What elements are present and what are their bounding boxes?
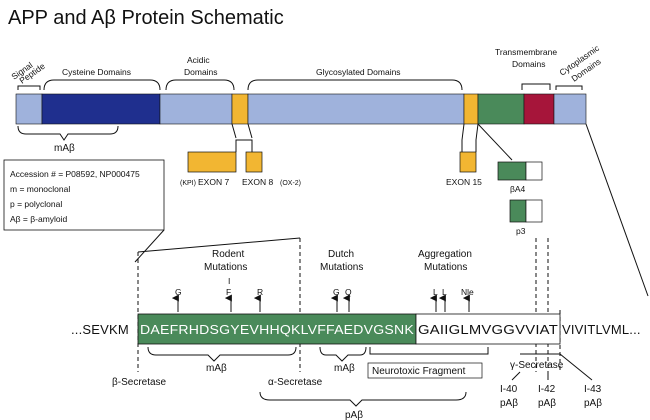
label-acidic-1: Acidic [187,55,210,65]
segment-transmembrane [523,93,555,125]
label-trans-1: Transmembrane [495,47,557,57]
segment-abeta [477,93,525,125]
mutation-l1: L [433,287,438,297]
segment-cysteine [41,93,161,125]
label-trans-2: Domains [512,59,546,69]
label-kpi: (KPI) [180,180,196,187]
exon-inserts: (KPI) EXON 7 EXON 8 (OX-2) EXON 15 [180,123,482,187]
label-ox2: (OX-2) [280,180,301,187]
diagram-title: APP and Aβ Protein Schematic [8,7,284,29]
mutation-g1: G [175,287,182,297]
label-i43: I-43 [584,384,602,395]
sequence-green: DAEFRHDSGYEVHHQKLVFFAEDVGSNK [140,322,414,337]
label-pab-42: pAβ [538,398,556,409]
sequence-white: GAIIGLMVGGVVIAT [418,322,558,337]
group-rodent-1: Rodent [212,249,244,260]
mutation-r: R [257,287,263,297]
legend-line-3: p = polyclonal [10,199,62,209]
segment-signal [15,93,43,125]
exon15-box [459,151,477,173]
mutation-l2: L [442,287,447,297]
group-agg-2: Mutations [424,262,467,273]
label-cysteine: Cysteine Domains [62,67,131,77]
legend-line-2: m = monoclonal [10,184,70,194]
label-mab-2: mAβ [334,363,355,374]
label-mab-top: mAβ [54,143,75,154]
label-pab: pAβ [345,410,363,420]
mutation-f: F [226,287,231,297]
group-rodent-2: Mutations [204,262,247,273]
label-gamma-secretase: γ-Secretase [510,360,564,371]
mutation-residues: G I F R G Q L L Nle [171,276,474,312]
segment-acidic [159,93,233,125]
domain-labels: Signal Peptide Cysteine Domains Acidic D… [9,42,603,91]
label-beta-secretase: β-Secretase [112,377,167,388]
label-i42: I-42 [538,384,556,395]
fragment-boxes: βA4 p3 [497,161,543,236]
mutation-q: Q [345,287,352,297]
label-acidic-2: Domains [184,67,218,77]
label-neurotoxic: Neurotoxic Fragment [372,366,466,377]
sequence-suffix: VIVITLVML... [562,322,641,337]
segment-cytoplasmic [553,93,587,125]
segment-glyco [247,93,465,125]
label-i40: I-40 [500,384,518,395]
exon8-box [245,151,263,173]
label-exon15: EXON 15 [446,177,482,187]
label-glyco: Glycosylated Domains [316,67,401,77]
group-dutch-2: Mutations [320,262,363,273]
legend-line-1: Accession # = P08592, NP000475 [10,169,140,179]
fragment-p3: p3 [516,226,526,236]
fragment-ba4: βA4 [510,184,526,194]
label-exon8: EXON 8 [242,177,273,187]
sequence-prefix: ...SEVKM [71,322,129,337]
sequence-green-box [137,313,417,345]
sequence-white-box [415,313,561,345]
segment-exon15 [463,93,479,125]
mutation-groups: Rodent Mutations Dutch Mutations Aggrega… [204,249,472,273]
label-exon7: EXON 7 [198,177,229,187]
mutation-i: I [228,276,230,286]
group-agg-1: Aggregation [418,249,472,260]
label-mab-1: mAβ [206,363,227,374]
segment-exon7 [231,93,249,125]
exon7-box [187,151,237,173]
app-protein-bar [15,93,587,125]
legend-line-4: Aβ = β-amyloid [10,214,68,224]
label-alpha-secretase: α-Secretase [268,377,323,388]
group-dutch-1: Dutch [328,249,354,260]
label-pab-43: pAβ [584,398,602,409]
label-pab-40: pAβ [500,398,518,409]
legend-box: Accession # = P08592, NP000475 m = monoc… [3,159,165,263]
mutation-g2: G [333,287,340,297]
mutation-nle: Nle [461,287,474,297]
